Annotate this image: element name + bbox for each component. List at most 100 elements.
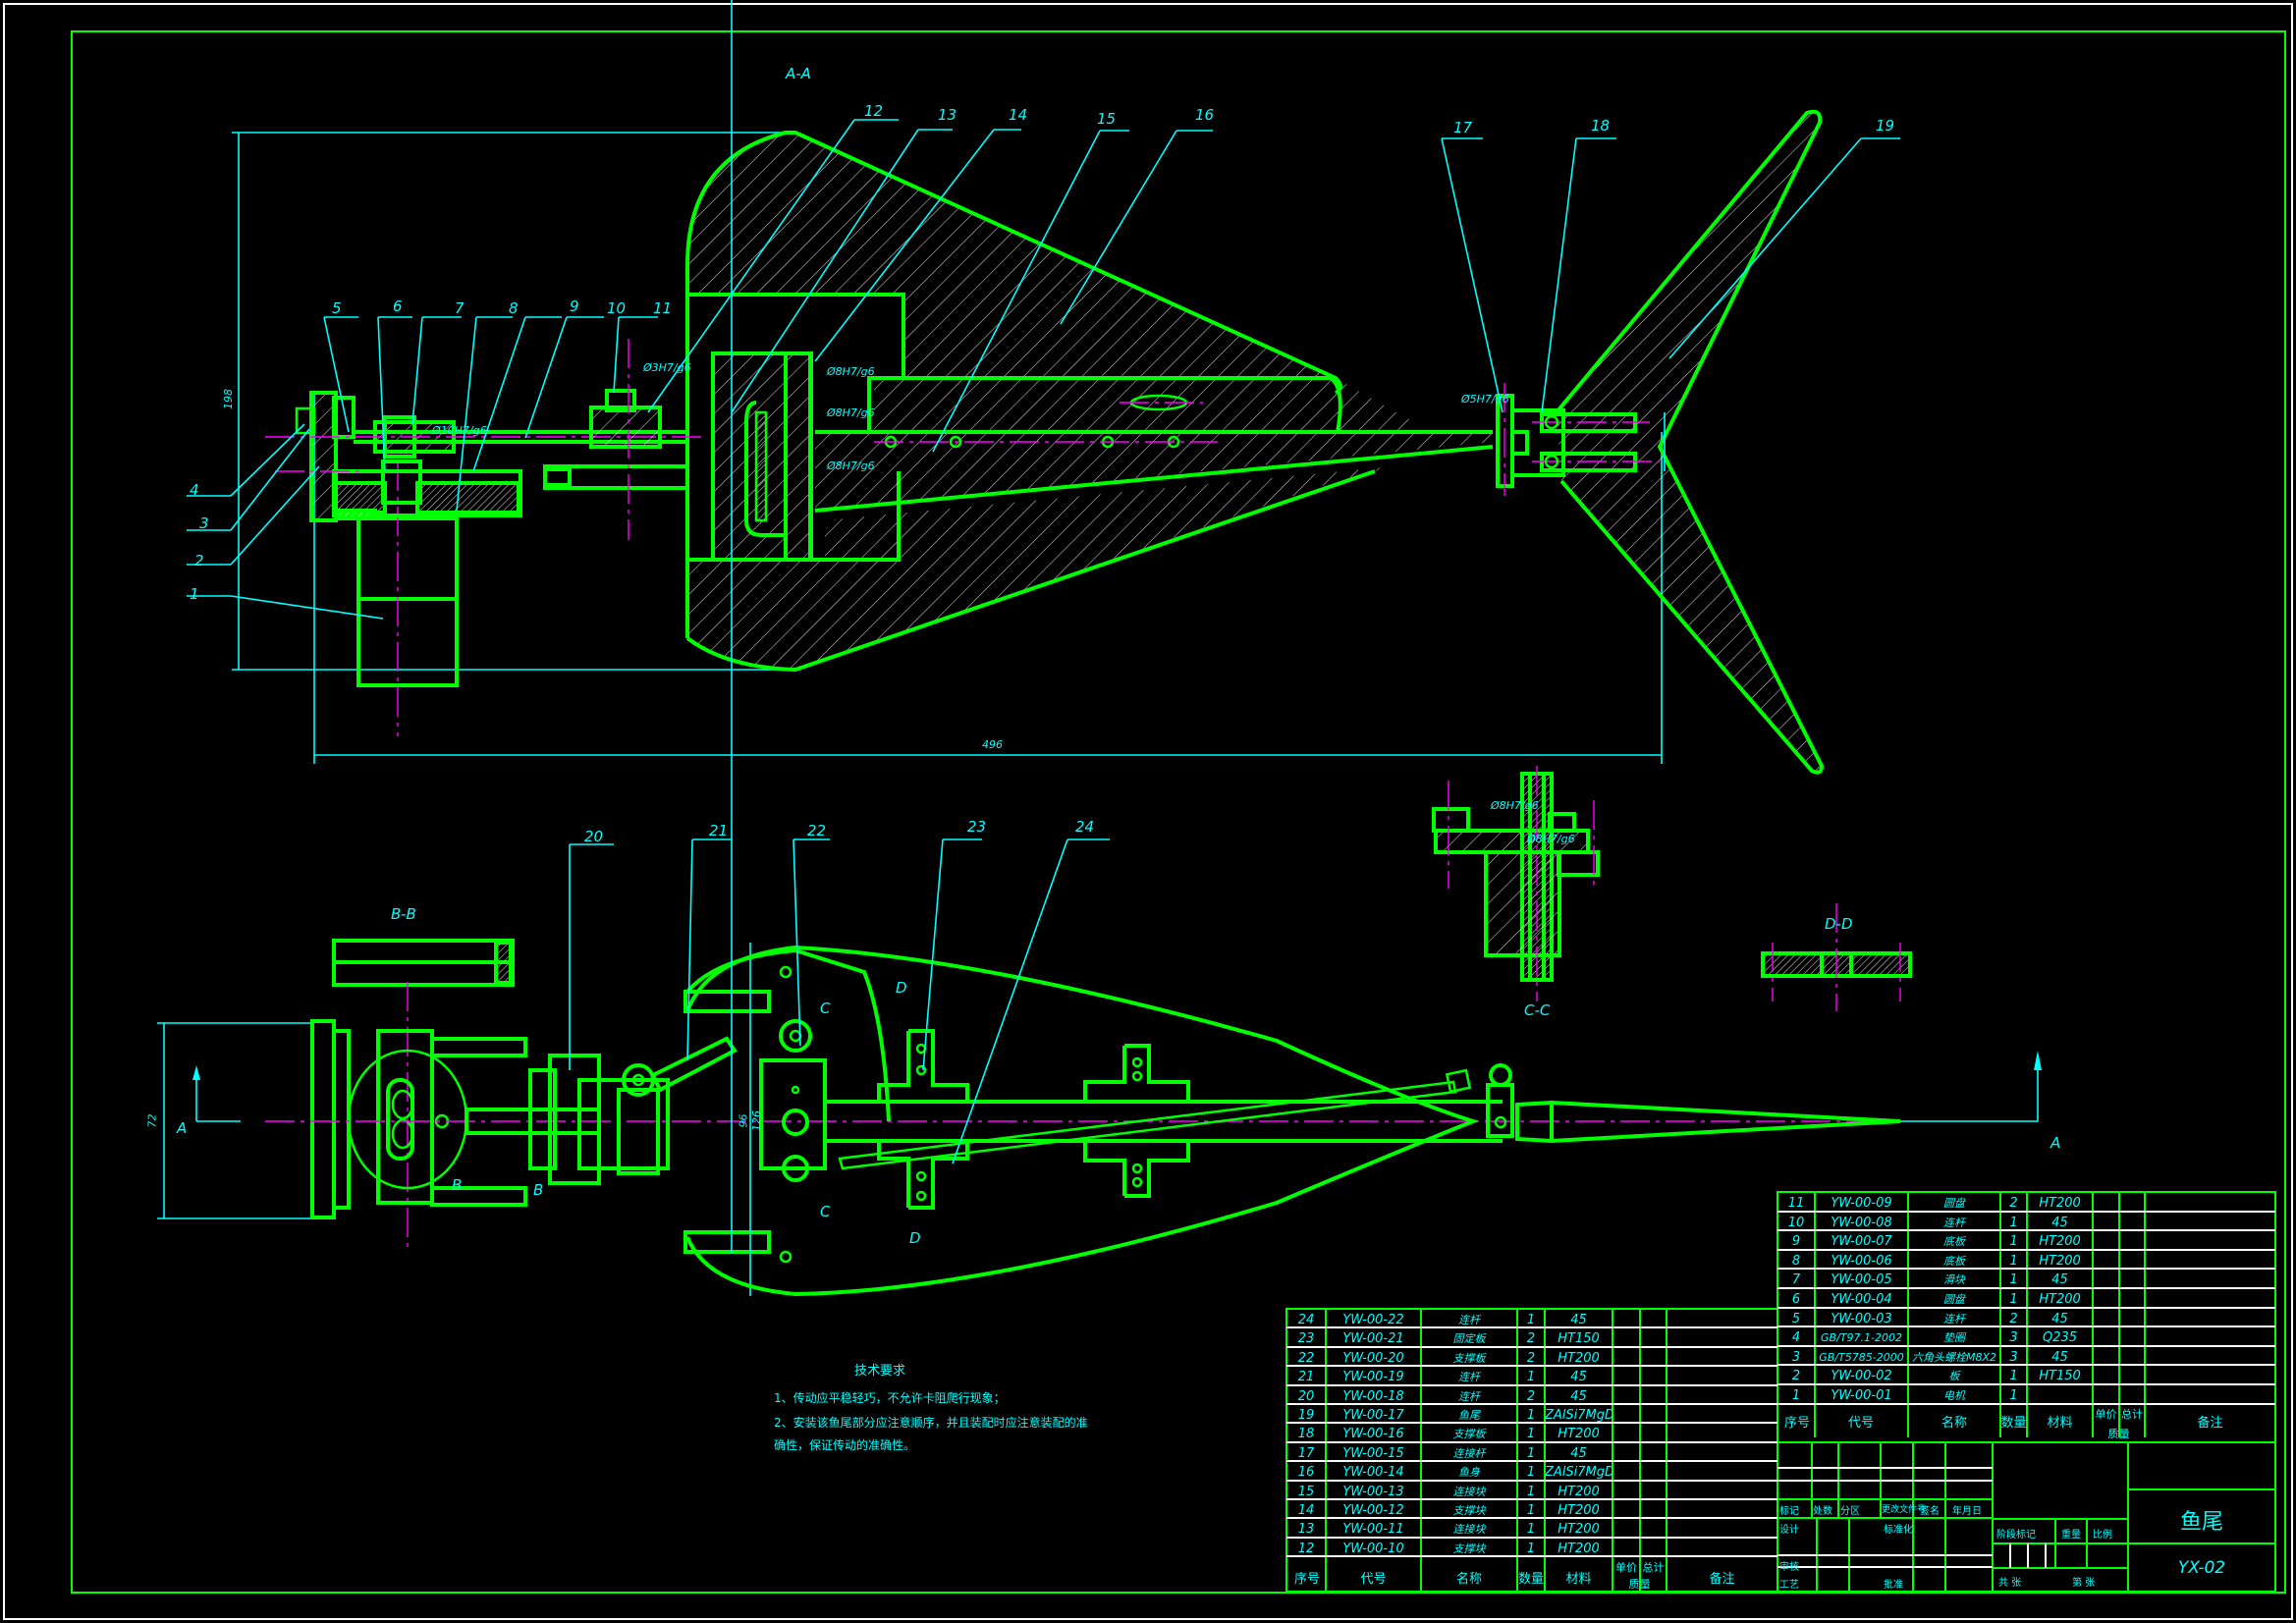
header-no: 序号 (1783, 1416, 1810, 1431)
fit-tolerance-5: Ø5H7/g6 (1461, 393, 1509, 406)
bom-cell-no: 14 (1297, 1503, 1315, 1518)
bom-cell-no: 1 (1791, 1388, 1801, 1403)
header-name-left: 名称 (1455, 1572, 1482, 1587)
balloon-17: 17 (1453, 119, 1473, 136)
balloon-22: 22 (807, 822, 827, 839)
outer-border (3, 3, 2293, 1620)
bom-cell-name: 支撑板 (1452, 1428, 1486, 1441)
balloon-9: 9 (570, 298, 579, 315)
bom-cell-no: 6 (1791, 1292, 1801, 1307)
header-unit-left: 单价 (1615, 1561, 1637, 1574)
bom-cell-name: 圆盘 (1943, 1293, 1965, 1306)
bom-cell-material: 45 (1570, 1388, 1587, 1404)
balloon-11: 11 (653, 299, 673, 317)
tb-zone: 分区 (1840, 1506, 1860, 1517)
bom-cell-material: 45 (2051, 1215, 2068, 1230)
bom-cell-no: 11 (1787, 1196, 1805, 1211)
bom-cell-name: 板 (1948, 1370, 1960, 1383)
bom-cell-code: YW-00-11 (1342, 1522, 1404, 1538)
bom-cell-name: 连杆 (1458, 1371, 1480, 1384)
bom-row-divider (1286, 1479, 1777, 1482)
header-total-left: 总计 (1642, 1561, 1665, 1574)
bom-row-divider (1777, 1383, 2275, 1385)
view-dd (1761, 903, 1912, 1011)
view-marker-d-bottom: D (909, 1229, 921, 1247)
bom-cell-code: YW-00-02 (1831, 1369, 1892, 1384)
bom-cell-code: YW-00-16 (1342, 1427, 1404, 1442)
bom-cell-code: YW-00-08 (1831, 1215, 1892, 1230)
header-qty: 数量 (2000, 1416, 2027, 1431)
bom-cell-code: YW-00-09 (1831, 1196, 1892, 1211)
bom-cell-qty: 1 (1526, 1313, 1536, 1327)
balloon-15: 15 (1097, 110, 1117, 128)
balloon-23: 23 (967, 818, 987, 836)
tb-standard: 标准化 (1884, 1525, 1913, 1536)
balloon-7: 7 (455, 299, 465, 317)
bom-cell-material: ZAlSi7MgD (1545, 1465, 1613, 1481)
balloon-20: 20 (584, 828, 604, 845)
bom-cell-qty: 1 (2009, 1388, 2018, 1403)
balloon-10: 10 (607, 299, 627, 317)
bom-cell-material: 45 (2051, 1349, 2068, 1365)
bom-cell-material: 45 (1570, 1370, 1587, 1385)
bom-row-divider (1286, 1498, 1777, 1500)
bom-cell-qty: 1 (2009, 1234, 2018, 1250)
bom-cell-no: 10 (1787, 1215, 1805, 1230)
balloon-16: 16 (1195, 106, 1215, 124)
bom-cell-name: 支撑块 (1452, 1504, 1486, 1517)
bom-row-divider (1777, 1306, 2275, 1309)
view-cc (1432, 766, 1600, 1001)
bom-cell-qty: 1 (2009, 1292, 2018, 1307)
balloon-6: 6 (393, 298, 403, 315)
bom-cell-qty: 1 (2009, 1215, 2018, 1230)
bom-cell-code: YW-00-01 (1831, 1388, 1892, 1403)
bom-cell-material: HT200 (1558, 1522, 1600, 1538)
balloon-13: 13 (938, 106, 957, 124)
bom-row-divider (1286, 1383, 1777, 1386)
view-marker-d-top: D (896, 979, 907, 997)
tb-review: 审核 (1779, 1562, 1799, 1573)
bom-cell-code: YW-00-17 (1342, 1408, 1404, 1423)
balloon-21: 21 (709, 822, 729, 839)
tb-process: 工艺 (1779, 1580, 1799, 1591)
bom-cell-no: 2 (1791, 1369, 1801, 1384)
bom-cell-material: HT150 (1558, 1331, 1600, 1347)
bom-row-divider (1286, 1440, 1777, 1443)
header-code: 代号 (1847, 1416, 1874, 1431)
header-qty-left: 数量 (1517, 1572, 1544, 1587)
bom-cell-no: 19 (1297, 1408, 1315, 1423)
dimension-overall-length: 496 (982, 738, 1003, 751)
bom-row-divider (1777, 1364, 2275, 1367)
bom-cell-code: YW-00-18 (1342, 1388, 1404, 1404)
bom-cell-qty: 1 (1526, 1465, 1536, 1481)
bom-cell-no: 16 (1297, 1465, 1315, 1481)
bom-cell-no: 15 (1297, 1484, 1315, 1499)
bom-cell-code: YW-00-15 (1342, 1445, 1404, 1461)
fit-tolerance-3: Ø3H7/g6 (643, 361, 691, 374)
drawing-number: YX-02 (2177, 1558, 2226, 1578)
balloon-19: 19 (1876, 117, 1895, 135)
section-label-bb: B-B (391, 905, 416, 923)
dimension-motor-height: 72 (145, 1113, 159, 1128)
bom-row-divider (1286, 1365, 1777, 1368)
tb-design: 设计 (1779, 1525, 1799, 1536)
tb-scale: 比例 (2093, 1530, 2112, 1541)
balloons-plan (569, 839, 1110, 1164)
bom-cell-no: 24 (1297, 1313, 1315, 1327)
bom-row-divider (1777, 1325, 2275, 1328)
view-marker-a-left: A (177, 1119, 188, 1137)
view-marker-b-2: B (533, 1181, 544, 1199)
bom-cell-name: 圆盘 (1943, 1197, 1965, 1210)
tb-sheet-no: 第 张 (2072, 1578, 2096, 1589)
bom-cell-qty: 1 (1526, 1427, 1536, 1442)
section-label-aa: A-A (786, 65, 811, 82)
fit-tolerance-cc-1: Ø8H7/g6 (1491, 799, 1539, 812)
bom-cell-code: YW-00-21 (1342, 1331, 1404, 1347)
bom-cell-name: 鱼尾 (1458, 1409, 1480, 1422)
balloon-14: 14 (1009, 106, 1028, 124)
bom-cell-material: HT150 (2039, 1369, 2081, 1384)
bom-cell-name: 连杆 (1943, 1216, 1965, 1229)
bom-cell-no: 12 (1297, 1541, 1315, 1556)
bom-cell-qty: 1 (2009, 1272, 2018, 1288)
bom-row-divider (1286, 1536, 1777, 1539)
